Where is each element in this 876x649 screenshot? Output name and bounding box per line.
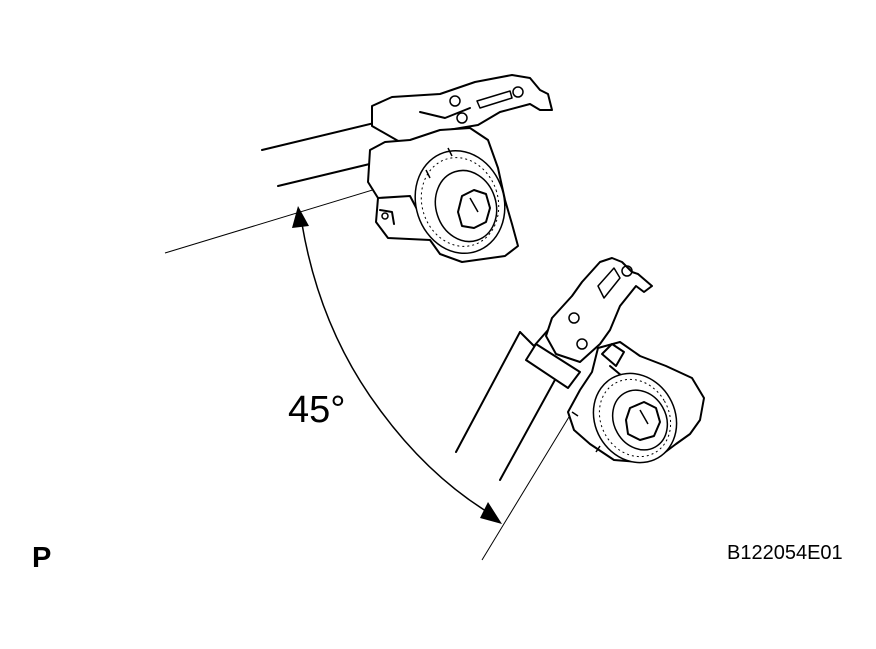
angle-indicator	[292, 206, 502, 524]
view-letter: P	[32, 542, 52, 574]
angle-label: 45°	[288, 389, 346, 431]
lower-reference-line	[481, 411, 573, 561]
figure-code: B122054E01	[727, 542, 843, 564]
lower-spool-hub	[625, 401, 661, 441]
lower-webbing-guide	[525, 343, 581, 389]
upper-retractor	[261, 74, 553, 263]
lower-retractor	[455, 257, 705, 481]
arc-arrowhead-upper	[292, 206, 309, 228]
lower-mounting-bracket	[545, 257, 653, 363]
angle-arc	[301, 223, 495, 517]
arc-arrowhead-lower	[480, 502, 502, 524]
upper-spool-hub	[457, 189, 491, 229]
